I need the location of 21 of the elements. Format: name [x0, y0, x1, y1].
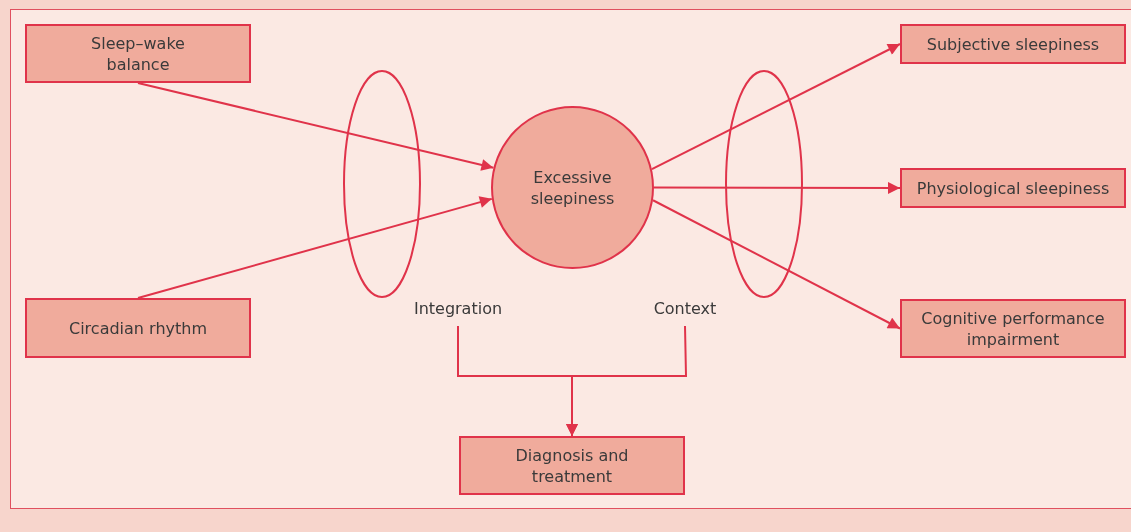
node-label: Sleep–wake balance	[90, 32, 186, 75]
node-label: Physiological sleepiness	[916, 177, 1110, 199]
arrow	[566, 325, 688, 437]
arrow	[137, 82, 495, 171]
process-box	[459, 436, 685, 495]
text-label: Integration	[413, 297, 503, 319]
process-box	[900, 24, 1126, 64]
arrow	[650, 43, 901, 171]
node-label: Diagnosis and treatment	[514, 444, 630, 487]
arrow	[653, 182, 901, 194]
arrow	[137, 196, 493, 299]
process-box	[900, 168, 1126, 208]
process-box	[25, 298, 251, 358]
text-label: Context	[653, 297, 717, 319]
node-label: Excessive sleepiness	[529, 166, 616, 209]
node-label: Subjective sleepiness	[926, 33, 1100, 55]
node-label: Cognitive performance impairment	[920, 307, 1106, 350]
node-label: Circadian rhythm	[69, 317, 207, 339]
process-box	[900, 299, 1126, 358]
process-box	[25, 24, 251, 83]
arrow	[652, 199, 901, 330]
